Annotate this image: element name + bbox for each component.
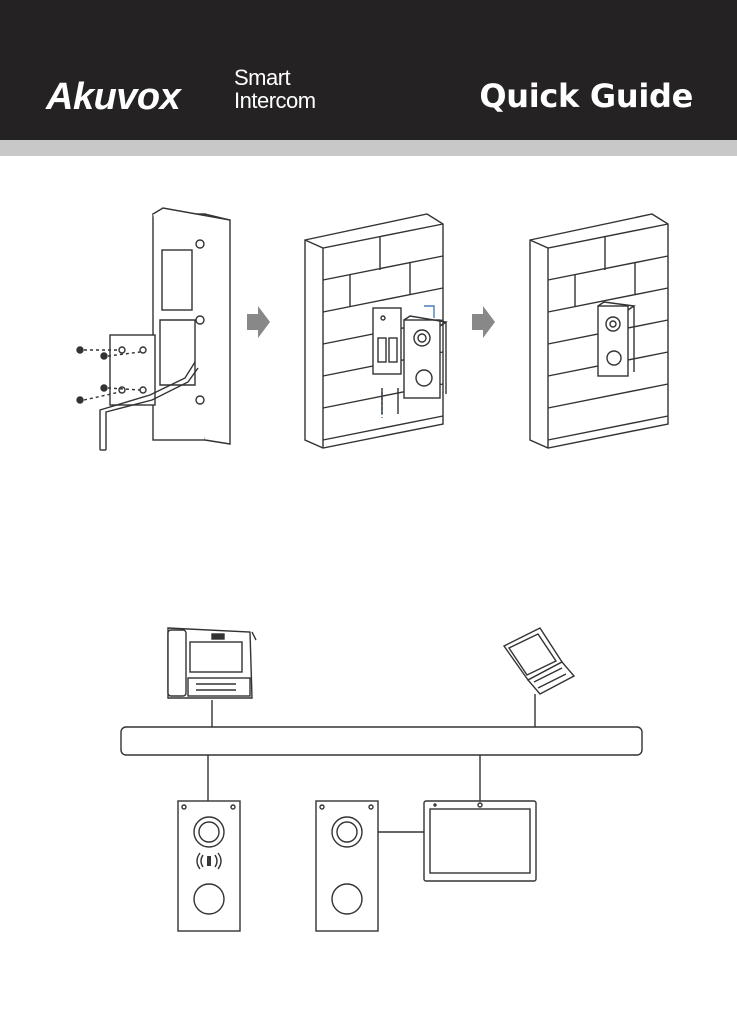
- door-phone: [316, 801, 378, 931]
- indoor-monitor-tablet: [424, 801, 536, 881]
- indoor-monitor-phone: [168, 628, 256, 698]
- door-phone-nfc: [178, 801, 240, 931]
- laptop-icon: [504, 628, 574, 694]
- network-switch-bar: [121, 727, 642, 755]
